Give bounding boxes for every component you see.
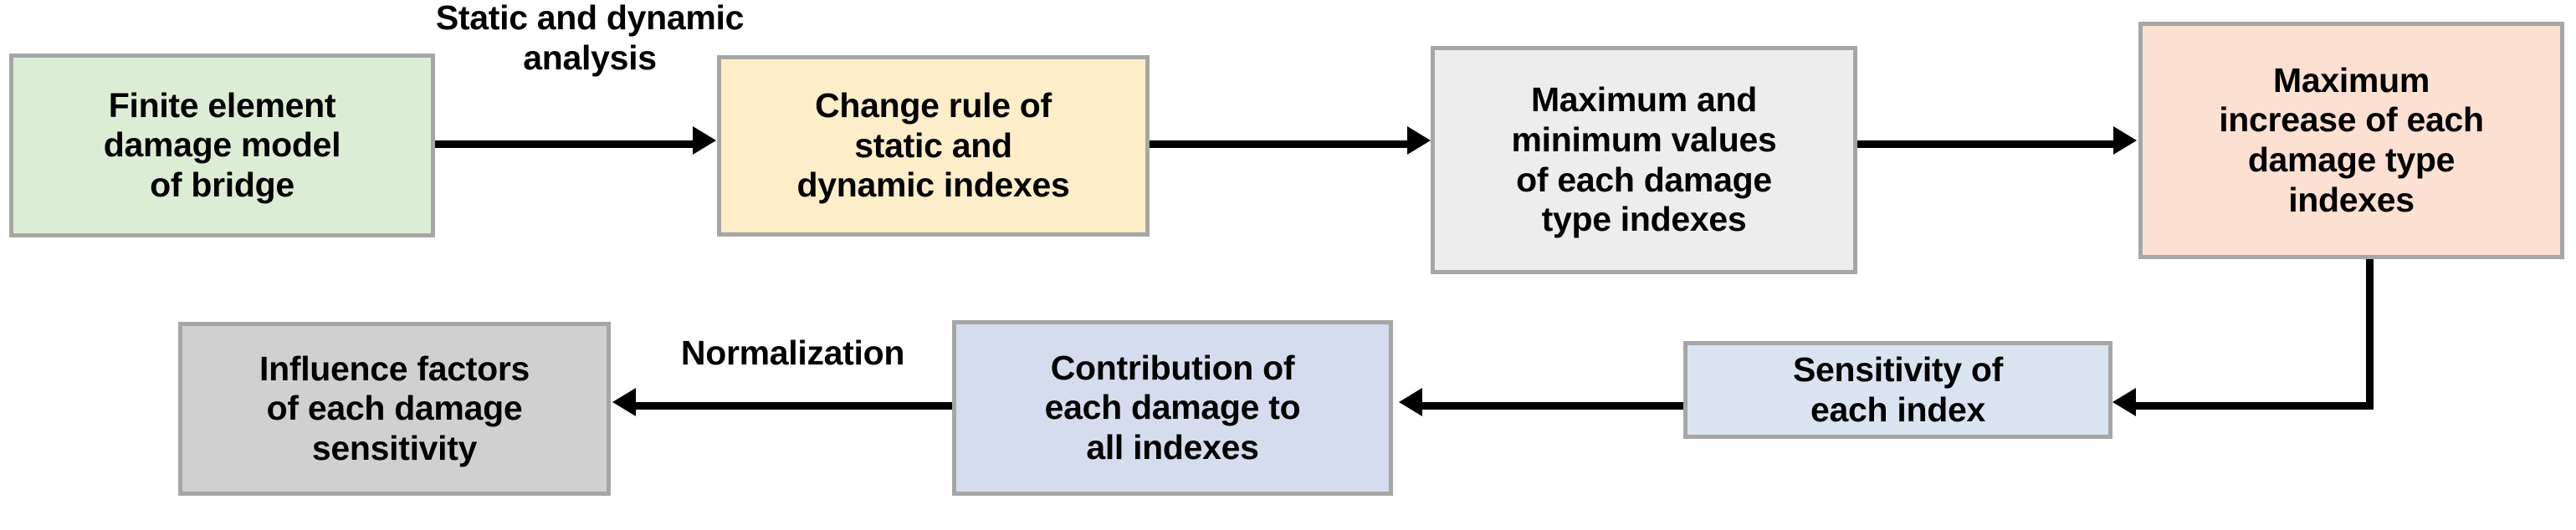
edge-sensitivity-to-contribution-line: [1422, 402, 1683, 410]
node-change-rule-indexes[interactable]: Change rule of static and dynamic indexe…: [717, 55, 1150, 237]
node-label: Maximum increase of each damage type ind…: [2219, 60, 2484, 219]
edge-model-to-change-arrowhead-icon: [693, 126, 716, 155]
edge-maxincrease-to-sensitivity-horizontal-line: [2136, 402, 2374, 410]
node-max-min-values[interactable]: Maximum and minimum values of each damag…: [1431, 46, 1857, 274]
node-contribution-all-indexes[interactable]: Contribution of each damage to all index…: [952, 320, 1393, 496]
edge-label-static-and-dynamic-analysis: Static and dynamic analysis: [435, 0, 745, 77]
edge-label-normalization: Normalization: [680, 334, 905, 372]
edge-contribution-to-influence-arrowhead-icon: [612, 388, 636, 416]
edge-maxincrease-to-sensitivity-arrowhead-icon: [2113, 388, 2136, 416]
node-label: Change rule of static and dynamic indexe…: [796, 86, 1070, 205]
edge-maxmin-to-maxincrease-line: [1857, 140, 2115, 148]
edge-maxmin-to-maxincrease-arrowhead-icon: [2113, 126, 2137, 155]
node-influence-factors[interactable]: Influence factors of each damage sensiti…: [178, 322, 611, 496]
edge-change-to-maxmin-arrowhead-icon: [1407, 126, 1431, 155]
edge-maxincrease-to-sensitivity-vertical-line: [2366, 259, 2374, 410]
node-label: Maximum and minimum values of each damag…: [1511, 80, 1777, 239]
node-label: Sensitivity of each index: [1793, 349, 2003, 429]
node-max-increase[interactable]: Maximum increase of each damage type ind…: [2138, 22, 2564, 259]
node-label: Influence factors of each damage sensiti…: [259, 349, 530, 467]
edge-sensitivity-to-contribution-arrowhead-icon: [1399, 388, 1422, 416]
node-finite-element-damage-model[interactable]: Finite element damage model of bridge: [9, 54, 435, 237]
edge-change-to-maxmin-line: [1150, 140, 1409, 148]
node-sensitivity-each-index[interactable]: Sensitivity of each index: [1683, 341, 2113, 439]
node-label: Finite element damage model of bridge: [103, 85, 341, 204]
node-label: Contribution of each damage to all index…: [1044, 348, 1301, 466]
edge-contribution-to-influence-line: [636, 402, 952, 410]
edge-model-to-change-line: [435, 140, 694, 148]
